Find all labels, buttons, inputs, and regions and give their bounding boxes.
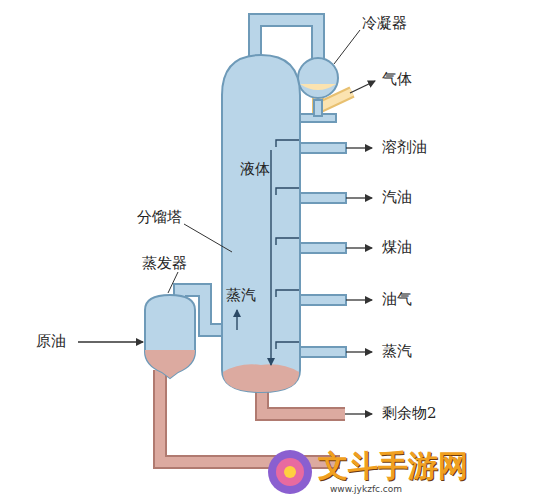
column-label: 分馏塔 (137, 208, 182, 226)
liquid-label: 液体 (240, 160, 270, 178)
watermark: 文斗手游网 (318, 448, 468, 484)
vapor-label: 蒸汽 (226, 286, 256, 304)
kerosene-label: 煤油 (382, 238, 412, 256)
evaporator-label: 蒸发器 (142, 254, 187, 272)
residue-label: 剩余物2 (382, 404, 437, 422)
oil-gas-label: 油气 (382, 290, 412, 308)
solvent-oil-label: 溶剂油 (382, 138, 427, 156)
steam-label: 蒸汽 (382, 342, 412, 360)
watermark-url: www.jykzfc.com (330, 484, 402, 495)
crude-oil-label: 原油 (36, 332, 66, 350)
gas-label: 气体 (382, 70, 412, 88)
gasoline-label: 汽油 (382, 188, 412, 206)
condenser-label: 冷凝器 (362, 14, 407, 32)
